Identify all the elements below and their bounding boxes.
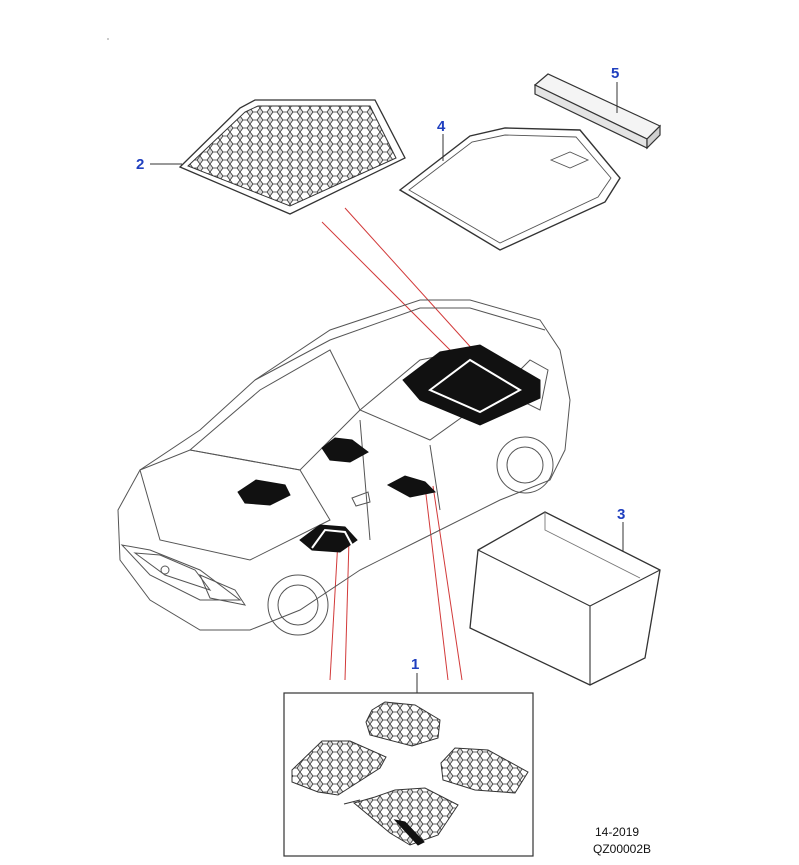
speck xyxy=(107,38,109,40)
red-leader-lines xyxy=(321,207,476,681)
callout-5: 5 xyxy=(611,65,619,82)
callout-2: 2 xyxy=(136,156,144,173)
date-code: 14-2019 xyxy=(595,825,640,839)
luggage-compartment-carpet-mat-icon xyxy=(398,127,621,251)
luggage-compartment-rubber-mat-icon xyxy=(178,99,406,215)
floor-mats-set-icon xyxy=(283,692,534,857)
callout-3: 3 xyxy=(617,506,625,523)
mat-highlight-edges xyxy=(311,358,523,549)
cargo-liner-icon xyxy=(469,511,661,686)
vehicle-illustration xyxy=(117,299,571,636)
callout-4: 4 xyxy=(437,118,446,135)
foam-block-icon xyxy=(533,73,662,150)
installed-mats xyxy=(237,344,541,553)
callout-1: 1 xyxy=(411,656,419,673)
illustration-code: QZ00002B xyxy=(593,842,652,856)
